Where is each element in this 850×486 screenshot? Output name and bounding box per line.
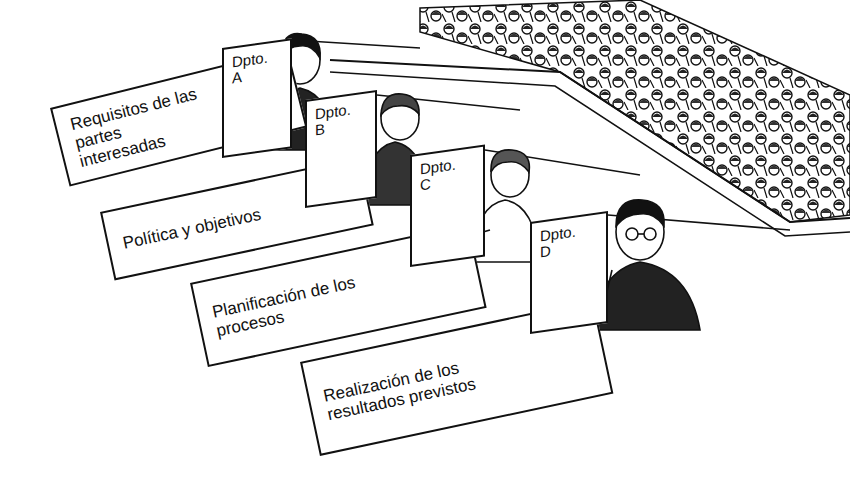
card-text: Realización de los resultados previstos — [322, 348, 516, 425]
department-label: Dpto. B — [315, 100, 359, 138]
department-panel: Dpto. D — [530, 211, 608, 334]
department-label: Dpto. C — [420, 155, 464, 193]
department-panel: Dpto. B — [305, 90, 377, 208]
department-label: Dpto. A — [232, 48, 276, 86]
card-text: Requisitos de las partes interesadas — [68, 84, 208, 171]
card-text: Planificación de los procesos — [211, 272, 366, 340]
crowd — [330, 0, 850, 236]
department-panel: Dpto. C — [410, 144, 485, 267]
department-label: Dpto. D — [540, 222, 584, 260]
department-panel: Dpto. A — [222, 38, 292, 158]
